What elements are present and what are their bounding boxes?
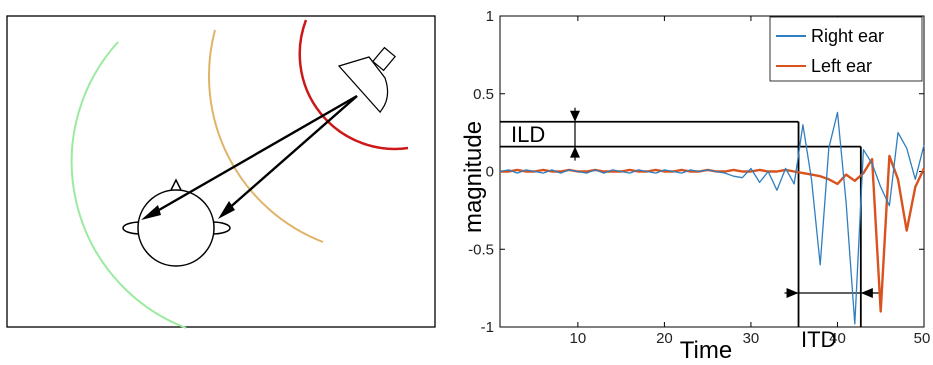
y-tick-label: -0.5	[468, 241, 494, 258]
legend-label-right-ear: Right ear	[811, 26, 884, 46]
legend-label-left-ear: Left ear	[811, 56, 872, 76]
y-tick-label: 0	[486, 164, 494, 181]
x-tick-label: 10	[570, 330, 587, 347]
itd-arrowhead	[860, 288, 873, 298]
plot-panel: 10 20 30 40 50 1 0.5 0 -0.5 -1 Time magnitude ILD…	[460, 8, 930, 364]
wavefront-near	[298, 19, 409, 151]
arrow-to-left-ear	[151, 94, 358, 216]
ild-arrowhead	[570, 110, 580, 122]
arrowhead-right-ear	[218, 201, 235, 219]
arrow-to-right-ear	[226, 95, 358, 211]
itd-label: ITD	[801, 327, 836, 352]
ild-label: ILD	[511, 122, 545, 147]
x-axis-label: Time	[680, 337, 732, 360]
x-tick-label: 40	[829, 330, 846, 347]
itd-arrowhead	[786, 288, 799, 298]
axis-ticks: 10 20 30 40 50 1 0.5 0 -0.5 -1	[468, 8, 930, 347]
legend-box	[769, 16, 923, 82]
ild-arrowhead	[570, 146, 580, 158]
x-tick-label: 30	[743, 330, 760, 347]
y-tick-label: 0.5	[473, 86, 494, 103]
wavefront-far	[70, 41, 187, 329]
y-axis-label: magnitude	[460, 121, 487, 233]
propagation-arrows	[141, 94, 358, 220]
loudspeaker-icon	[337, 46, 396, 114]
wavefront-middle	[208, 29, 324, 243]
series-line-right-ear	[499, 111, 925, 325]
y-tick-label: 1	[486, 8, 494, 25]
illustration-panel	[6, 15, 436, 329]
series-lines	[499, 111, 926, 325]
x-tick-label: 20	[656, 330, 673, 347]
ild-itd-annotations	[500, 107, 879, 327]
arrowhead-left-ear	[141, 205, 161, 220]
legend: Right ear Left ear	[769, 16, 923, 82]
y-tick-label: -1	[481, 319, 494, 336]
x-tick-label: 50	[914, 330, 931, 347]
